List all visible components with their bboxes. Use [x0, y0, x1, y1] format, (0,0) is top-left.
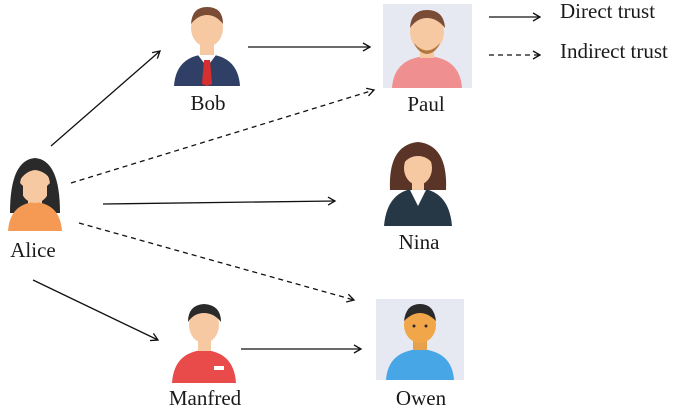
- person-name-manfred: Manfred: [169, 386, 242, 408]
- arrow-alice-bob: [50, 50, 161, 147]
- person-alice: Alice: [8, 158, 62, 262]
- person-manfred: Manfred: [169, 304, 242, 408]
- person-paul: Paul: [383, 4, 472, 116]
- woman-avatar-icon: [384, 142, 452, 226]
- person-name-alice: Alice: [10, 238, 55, 262]
- boy-avatar-icon: [386, 304, 454, 380]
- person-name-owen: Owen: [396, 386, 447, 408]
- person-name-bob: Bob: [190, 91, 225, 115]
- arrow-alice-paul: [70, 87, 376, 184]
- arrow-alice-owen: [78, 222, 356, 303]
- relations: [32, 42, 376, 354]
- legend-direct-label: Direct trust: [560, 0, 655, 23]
- person-name-nina: Nina: [399, 230, 441, 254]
- person-owen: Owen: [376, 299, 464, 408]
- arrow-alice-nina: [102, 196, 337, 206]
- legend-indirect-label: Indirect trust: [560, 39, 668, 63]
- businessman-avatar-icon: [174, 7, 240, 86]
- man-avatar-icon: [172, 304, 236, 383]
- man-avatar-icon: [392, 10, 462, 88]
- woman-avatar-icon: [8, 158, 62, 231]
- person-name-paul: Paul: [407, 92, 445, 116]
- person-bob: Bob: [174, 7, 240, 115]
- person-nina: Nina: [384, 142, 452, 254]
- legend: Direct trust Indirect trust: [489, 0, 668, 63]
- arrow-alice-manfred: [32, 279, 160, 342]
